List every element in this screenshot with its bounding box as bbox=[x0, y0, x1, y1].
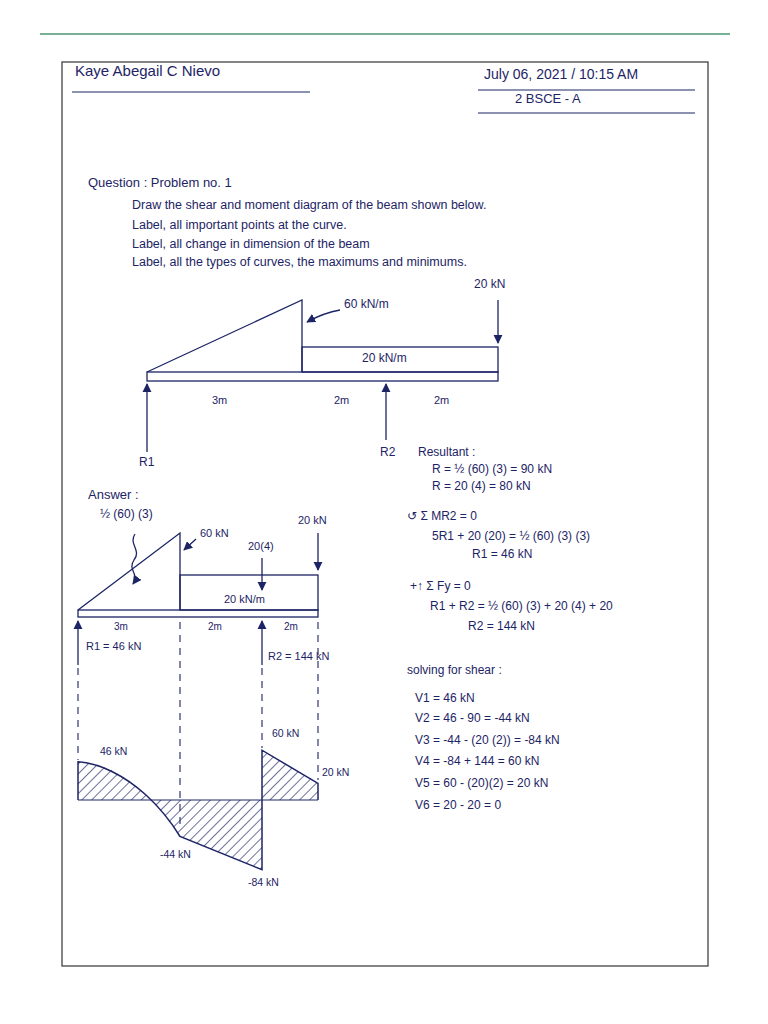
dimension-label: 2m bbox=[334, 394, 349, 407]
load-label: 60 kN/m bbox=[344, 298, 389, 312]
calculation-line: V6 = 20 - 20 = 0 bbox=[415, 799, 501, 813]
reaction-label: R1 = 46 kN bbox=[86, 640, 141, 653]
date-time: July 06, 2021 / 10:15 AM bbox=[484, 66, 638, 82]
problem-beam bbox=[147, 300, 498, 452]
calculation-line: R1 + R2 = ½ (60) (3) + 20 (4) + 20 bbox=[430, 600, 613, 614]
answer-beam bbox=[78, 533, 318, 665]
calculation-line: Resultant : bbox=[418, 446, 475, 460]
calculation-line: ↺ Σ MR2 = 0 bbox=[407, 510, 477, 524]
calculation-line: R2 = 144 kN bbox=[468, 620, 535, 634]
reaction-label: R1 bbox=[139, 456, 154, 470]
shear-value: -84 kN bbox=[248, 876, 279, 888]
dimension-label: 3m bbox=[114, 621, 128, 633]
instruction-line: Draw the shear and moment diagram of the… bbox=[132, 198, 486, 212]
calculation-line: +↑ Σ Fy = 0 bbox=[410, 580, 471, 594]
calculation-line: V5 = 60 - (20)(2) = 20 kN bbox=[415, 777, 548, 791]
load-label: 20 kN bbox=[298, 514, 327, 527]
calculation-line: V2 = 46 - 90 = -44 kN bbox=[415, 712, 530, 726]
load-label: ½ (60) (3) bbox=[100, 508, 153, 522]
reaction-label: R2 = 144 kN bbox=[268, 650, 329, 663]
section: 2 BSCE - A bbox=[515, 92, 581, 107]
calculation-line: V3 = -44 - (20 (2)) = -84 kN bbox=[415, 734, 560, 748]
date-underline bbox=[478, 89, 695, 90]
dimension-label: 2m bbox=[208, 621, 222, 633]
calculation-line: R1 = 46 kN bbox=[472, 548, 532, 562]
load-label: 20(4) bbox=[248, 540, 274, 553]
load-label: 20 kN/m bbox=[224, 593, 265, 606]
dimension-label: 2m bbox=[434, 394, 449, 407]
question-heading: Question : Problem no. 1 bbox=[88, 176, 232, 191]
name-underline bbox=[72, 91, 310, 92]
load-label: 20 kN bbox=[474, 278, 505, 292]
dimension-label: 3m bbox=[212, 394, 227, 407]
shear-diagram bbox=[78, 750, 318, 870]
calculation-heading: solving for shear : bbox=[407, 664, 502, 678]
instruction-line: Label, all important points at the curve… bbox=[132, 218, 347, 232]
answer-heading: Answer : bbox=[88, 488, 139, 503]
calculation-line: R = ½ (60) (3) = 90 kN bbox=[432, 463, 552, 477]
instruction-line: Label, all the types of curves, the maxi… bbox=[132, 255, 467, 269]
instruction-line: Label, all change in dimension of the be… bbox=[132, 237, 370, 251]
shear-value: 46 kN bbox=[100, 745, 127, 757]
shear-value: -44 kN bbox=[160, 848, 191, 860]
author-name: Kaye Abegail C Nievo bbox=[75, 62, 220, 79]
shear-value: 60 kN bbox=[272, 727, 299, 739]
dimension-label: 2m bbox=[284, 621, 298, 633]
load-label: 20 kN/m bbox=[362, 352, 407, 366]
calculation-line: V1 = 46 kN bbox=[415, 692, 475, 706]
reaction-label: R2 bbox=[380, 446, 395, 460]
calculation-line: R = 20 (4) = 80 kN bbox=[432, 480, 531, 494]
edge-mark bbox=[40, 33, 730, 35]
load-label: 60 kN bbox=[200, 527, 229, 540]
calculation-line: 5R1 + 20 (20) = ½ (60) (3) (3) bbox=[432, 530, 590, 544]
section-underline bbox=[478, 112, 695, 113]
calculation-line: V4 = -84 + 144 = 60 kN bbox=[415, 755, 539, 769]
shear-value: 20 kN bbox=[322, 766, 349, 778]
page-border bbox=[62, 62, 708, 966]
